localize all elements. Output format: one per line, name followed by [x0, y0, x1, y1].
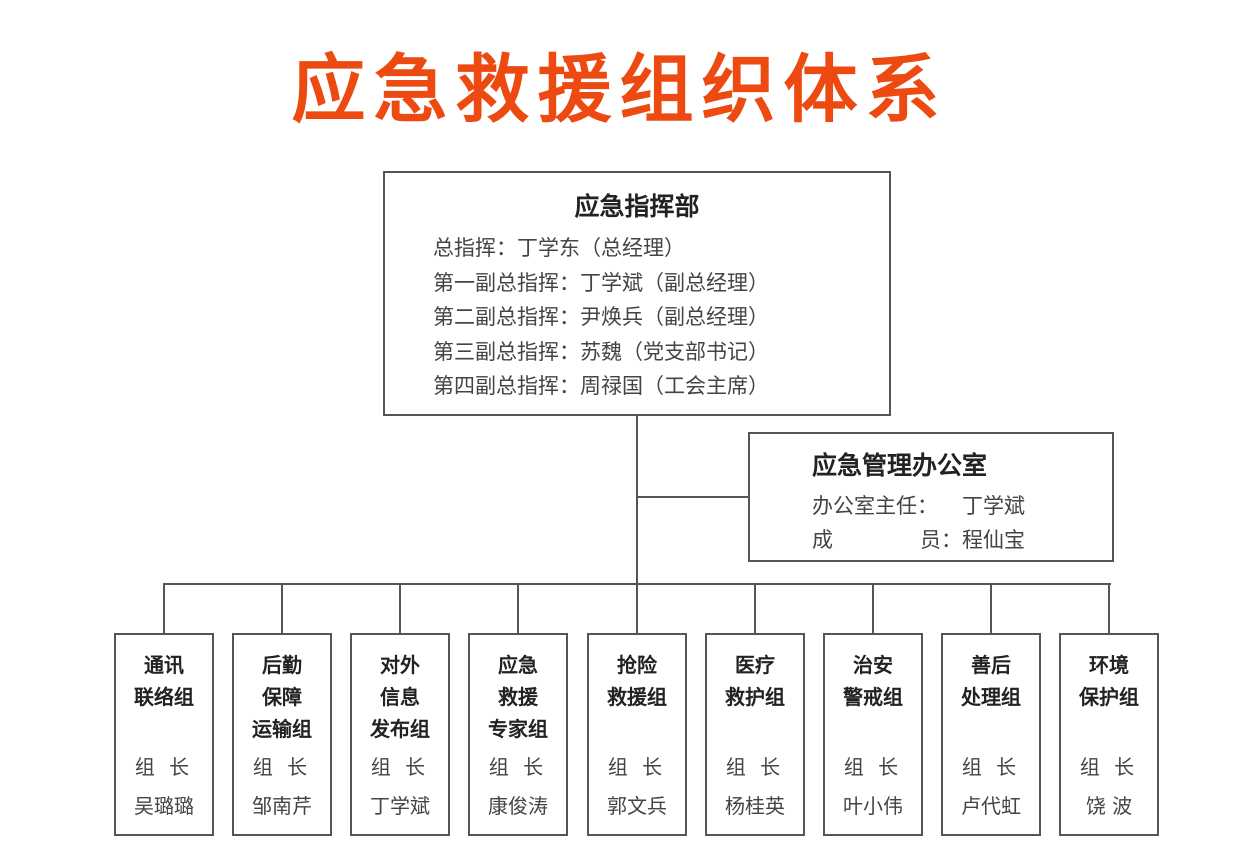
- group-leader-name: 叶小伟: [843, 794, 903, 818]
- group-name-line: 专家组: [488, 717, 548, 741]
- group-name-line: 救护组: [725, 685, 785, 709]
- group-leader-role: 组 长: [843, 755, 903, 779]
- group-name: 抢险救援组: [589, 649, 685, 713]
- group-leader-name: 杨桂英: [725, 794, 785, 818]
- connector-group-drop: [872, 583, 874, 633]
- connector-hq-trunk: [636, 416, 638, 602]
- office-member-label: 成 员：: [812, 524, 962, 554]
- group-box: 医疗救护组组 长杨桂英: [705, 633, 805, 836]
- group-name-line: 应急: [498, 653, 538, 677]
- group-name: 医疗救护组: [707, 649, 803, 713]
- group-name: 后勤保障运输组: [234, 649, 330, 745]
- group-leader-name: 丁学斌: [370, 794, 430, 818]
- office-member-label-b: 员：: [920, 528, 962, 552]
- group-name: 善后处理组: [943, 649, 1039, 713]
- connector-group-drop: [1108, 583, 1110, 633]
- group-leader-role: 组 长: [961, 755, 1021, 779]
- headquarters-box: 应急指挥部 总指挥：丁学东（总经理） 第一副总指挥：丁学斌（副总经理） 第二副总…: [383, 171, 891, 416]
- group-name-line: 抢险: [617, 653, 657, 677]
- connector-office-branch: [636, 496, 748, 498]
- group-name: 治安警戒组: [825, 649, 921, 713]
- group-name-line: 对外: [380, 653, 420, 677]
- connector-group-drop: [990, 583, 992, 633]
- office-member-name: 程仙宝: [962, 528, 1025, 552]
- group-box: 应急救援专家组组 长康俊涛: [468, 633, 568, 836]
- group-name: 环境保护组: [1061, 649, 1157, 713]
- group-name-line: 救援: [498, 685, 538, 709]
- headquarters-title: 应急指挥部: [574, 192, 700, 221]
- office-member-row: 成 员：程仙宝: [812, 524, 1025, 554]
- office-title: 应急管理办公室: [812, 451, 988, 480]
- group-leader-name: 康俊涛: [488, 794, 548, 818]
- group-leader-role: 组 长: [134, 755, 194, 779]
- group-box: 通讯联络组组 长吴璐璐: [114, 633, 214, 836]
- commander-line: 总指挥：丁学东（总经理）: [433, 236, 685, 260]
- connector-group-drop: [517, 583, 519, 633]
- group-box: 善后处理组组 长卢代虹: [941, 633, 1041, 836]
- group-name-line: 警戒组: [843, 685, 903, 709]
- group-leader-role: 组 长: [370, 755, 430, 779]
- group-name-line: 治安: [853, 653, 893, 677]
- group-name-line: 通讯: [144, 653, 184, 677]
- office-director-row: 办公室主任： 丁学斌: [812, 490, 1025, 520]
- headquarters-member-list: 总指挥：丁学东（总经理） 第一副总指挥：丁学斌（副总经理） 第二副总指挥：尹焕兵…: [433, 231, 769, 404]
- group-leader-name: 邹南芹: [252, 794, 312, 818]
- group-leader-role: 组 长: [607, 755, 667, 779]
- connector-group-drop: [636, 583, 638, 633]
- group-box: 对外信息发布组组 长丁学斌: [350, 633, 450, 836]
- group-box: 抢险救援组组 长郭文兵: [587, 633, 687, 836]
- office-director-name: 丁学斌: [962, 494, 1025, 518]
- connector-group-drop: [754, 583, 756, 633]
- group-name-line: 发布组: [370, 717, 430, 741]
- office-member-label-a: 成: [812, 528, 833, 552]
- group-leader-name: 饶 波: [1085, 794, 1133, 818]
- connector-group-drop: [281, 583, 283, 633]
- group-box: 治安警戒组组 长叶小伟: [823, 633, 923, 836]
- group-box: 后勤保障运输组组 长邹南芹: [232, 633, 332, 836]
- deputy-commander-line: 第一副总指挥：丁学斌（副总经理）: [433, 270, 769, 295]
- group-leader-role: 组 长: [252, 755, 312, 779]
- group-leader-role: 组 长: [488, 755, 548, 779]
- deputy-commander-line: 第四副总指挥：周禄国（工会主席）: [433, 374, 769, 398]
- group-name-line: 善后: [971, 653, 1011, 677]
- group-name-line: 处理组: [961, 685, 1021, 709]
- connector-group-drop: [399, 583, 401, 633]
- page-title: 应急救援组织体系: [291, 47, 948, 133]
- group-box: 环境保护组组 长饶 波: [1059, 633, 1159, 836]
- office-director-label: 办公室主任：: [812, 494, 938, 518]
- group-leader-name: 卢代虹: [961, 794, 1021, 818]
- deputy-commander-line: 第二副总指挥：尹焕兵（副总经理）: [433, 305, 769, 329]
- group-name-line: 医疗: [735, 653, 775, 677]
- group-name-line: 信息: [380, 685, 420, 709]
- deputy-commander-line: 第三副总指挥：苏魏（党支部书记）: [433, 339, 769, 364]
- group-name-line: 救援组: [607, 685, 667, 709]
- group-leader-name: 郭文兵: [607, 794, 667, 818]
- group-leader-name: 吴璐璐: [134, 794, 194, 818]
- group-name-line: 环境: [1089, 653, 1129, 677]
- group-name: 对外信息发布组: [352, 649, 448, 745]
- office-box: 应急管理办公室 办公室主任： 丁学斌 成 员：程仙宝: [748, 432, 1114, 562]
- group-name-line: 运输组: [252, 717, 312, 741]
- group-name: 应急救援专家组: [470, 649, 566, 745]
- group-name-line: 联络组: [134, 685, 194, 709]
- connector-group-drop: [163, 583, 165, 633]
- group-name-line: 保护组: [1079, 685, 1139, 709]
- group-name-line: 后勤: [262, 653, 302, 677]
- group-leader-role: 组 长: [725, 755, 785, 779]
- group-name-line: 保障: [262, 685, 302, 709]
- group-name: 通讯联络组: [116, 649, 212, 713]
- group-leader-role: 组 长: [1079, 755, 1139, 779]
